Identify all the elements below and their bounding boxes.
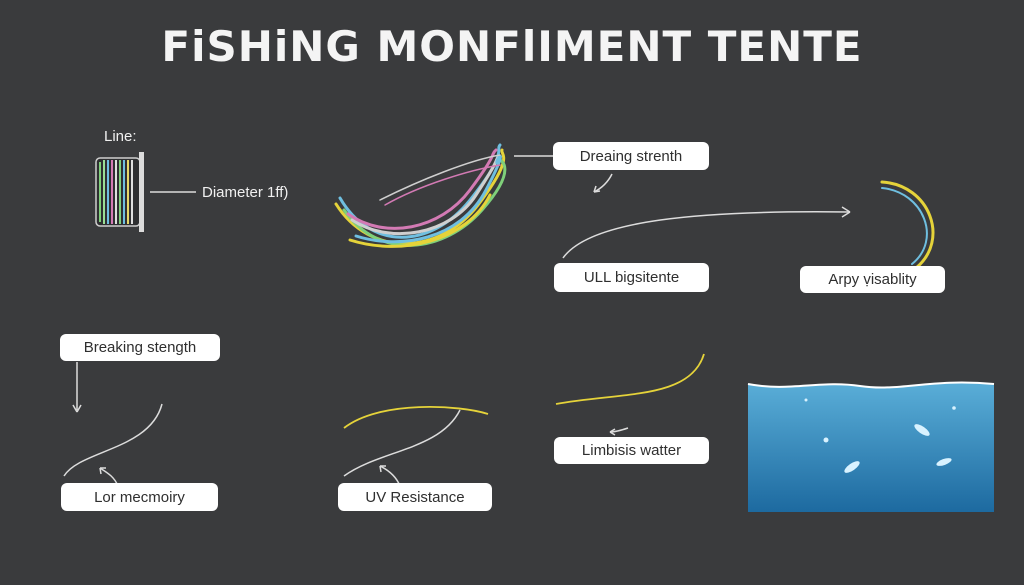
lor-memory-box: Lor mecmoiry <box>61 483 218 511</box>
water-panel-icon <box>747 381 995 512</box>
page-title: FiSHiNG MONFlIMENT TENTE <box>161 22 863 71</box>
dreaing-strength-box: Dreaing strenth <box>553 142 709 170</box>
breaking-strength-box: Breaking stength <box>60 334 220 361</box>
monofilament-strands-icon <box>334 143 507 248</box>
fishing-line-spool-icon <box>95 152 144 232</box>
diameter-label: Diameter 1ff) <box>202 184 289 201</box>
line-label: Line: <box>104 128 137 145</box>
curved-line-icon <box>880 180 935 270</box>
arpy-visability-box: Arpy ṿisablity <box>800 266 945 293</box>
limbisis-watter-box: Limbisis watter <box>554 437 709 464</box>
uv-resistance-box: UV Resistance <box>338 483 492 511</box>
ull-bigsitente-box: ULL bigsitente <box>554 263 709 292</box>
